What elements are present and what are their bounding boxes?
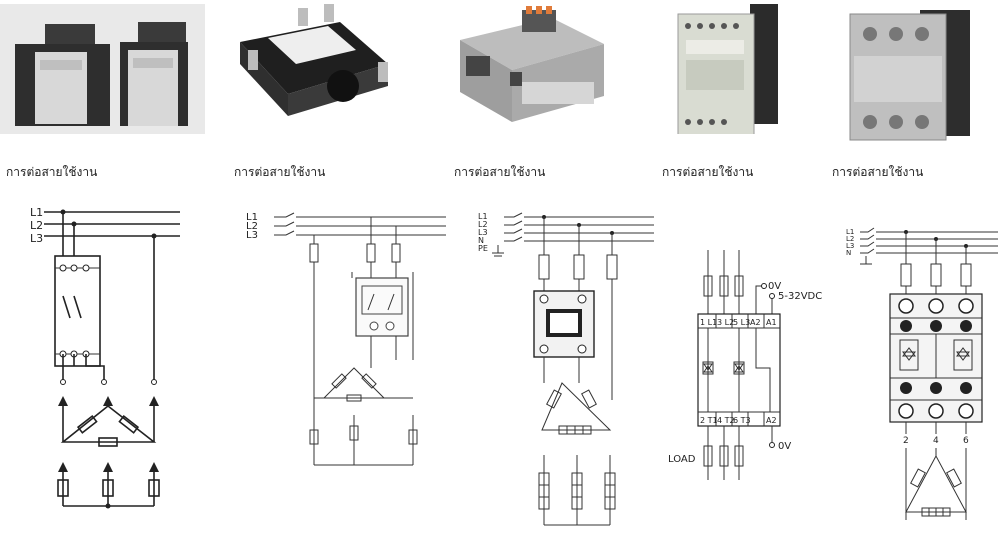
product-photo-1 <box>0 4 205 134</box>
product-column-2: การต่อสายใช้งาน L1 L2 L3 <box>228 0 450 544</box>
line-label-n: N <box>846 249 851 257</box>
product-photo-2 <box>240 4 388 116</box>
terminal-6-t3: 6 T3 <box>733 416 751 425</box>
wiring-diagram-1: L1 L2 L3 <box>30 206 180 509</box>
terminal-a1: A1 <box>766 318 777 327</box>
line-label-l3: L3 <box>478 228 488 237</box>
product-column-3: การต่อสายใช้งาน L1 L2 L3 N PE <box>452 0 660 544</box>
wiring-caption-2: การต่อสายใช้งาน <box>234 165 326 179</box>
line-label-l3: L3 <box>30 232 43 245</box>
load-label: LOAD <box>668 454 696 465</box>
wiring-caption-1: การต่อสายใช้งาน <box>6 165 98 179</box>
product-column-4: การต่อสายใช้งาน 0V 5-32VDC 1 L1 3 L2 5 L… <box>660 0 828 544</box>
terminal-4-t2: 4 T2 <box>717 416 735 425</box>
terminal-a2-bottom: A2 <box>766 416 777 425</box>
line-label-l1: L1 <box>478 212 488 221</box>
product-photo-4 <box>677 4 778 134</box>
wiring-caption-5: การต่อสายใช้งาน <box>832 165 924 179</box>
wiring-diagram-4: 0V 5-32VDC 1 L1 3 L2 5 L3 A2 A1 2 T1 4 T… <box>668 250 822 480</box>
wiring-caption-3: การต่อสายใช้งาน <box>454 165 546 179</box>
terminal-2-t1: 2 T1 <box>700 416 718 425</box>
output-label-6: 6 <box>963 436 969 446</box>
line-label-l2: L2 <box>846 235 854 243</box>
zero-volt-top-label: 0V <box>768 281 781 292</box>
line-label-l3: L3 <box>246 230 258 241</box>
terminal-3-l2: 3 L2 <box>717 318 734 327</box>
line-label-l2: L2 <box>30 219 43 232</box>
wiring-diagram-3: L1 L2 L3 N PE <box>478 212 654 526</box>
terminal-5-l3: 5 L3 <box>733 318 750 327</box>
wiring-caption-4: การต่อสายใช้งาน <box>662 165 754 179</box>
zero-volt-bottom-label: 0V <box>778 441 791 452</box>
product-column-5: การต่อสายใช้งาน L1 L2 L3 N <box>830 0 1000 544</box>
terminal-1-l1: 1 L1 <box>700 318 717 327</box>
wiring-diagram-5: L1 L2 L3 N <box>846 227 998 520</box>
output-label-2: 2 <box>903 436 909 446</box>
line-label-pe: PE <box>478 244 488 253</box>
product-column-1: การต่อสายใช้งาน L1 L2 L3 <box>0 0 215 544</box>
line-label-l1: L1 <box>30 206 43 219</box>
line-label-l1: L1 <box>246 212 258 223</box>
control-voltage-label: 5-32VDC <box>778 291 822 302</box>
product-photo-5 <box>849 10 970 141</box>
product-photo-3 <box>460 6 604 122</box>
line-label-l2: L2 <box>478 220 488 229</box>
line-label-l3: L3 <box>846 242 854 250</box>
output-label-4: 4 <box>933 436 939 446</box>
line-label-n: N <box>478 236 484 245</box>
wiring-diagram-2: L1 L2 L3 <box>246 212 446 466</box>
terminal-a2-top: A2 <box>750 318 761 327</box>
line-label-l1: L1 <box>846 228 854 236</box>
line-label-l2: L2 <box>246 221 258 232</box>
